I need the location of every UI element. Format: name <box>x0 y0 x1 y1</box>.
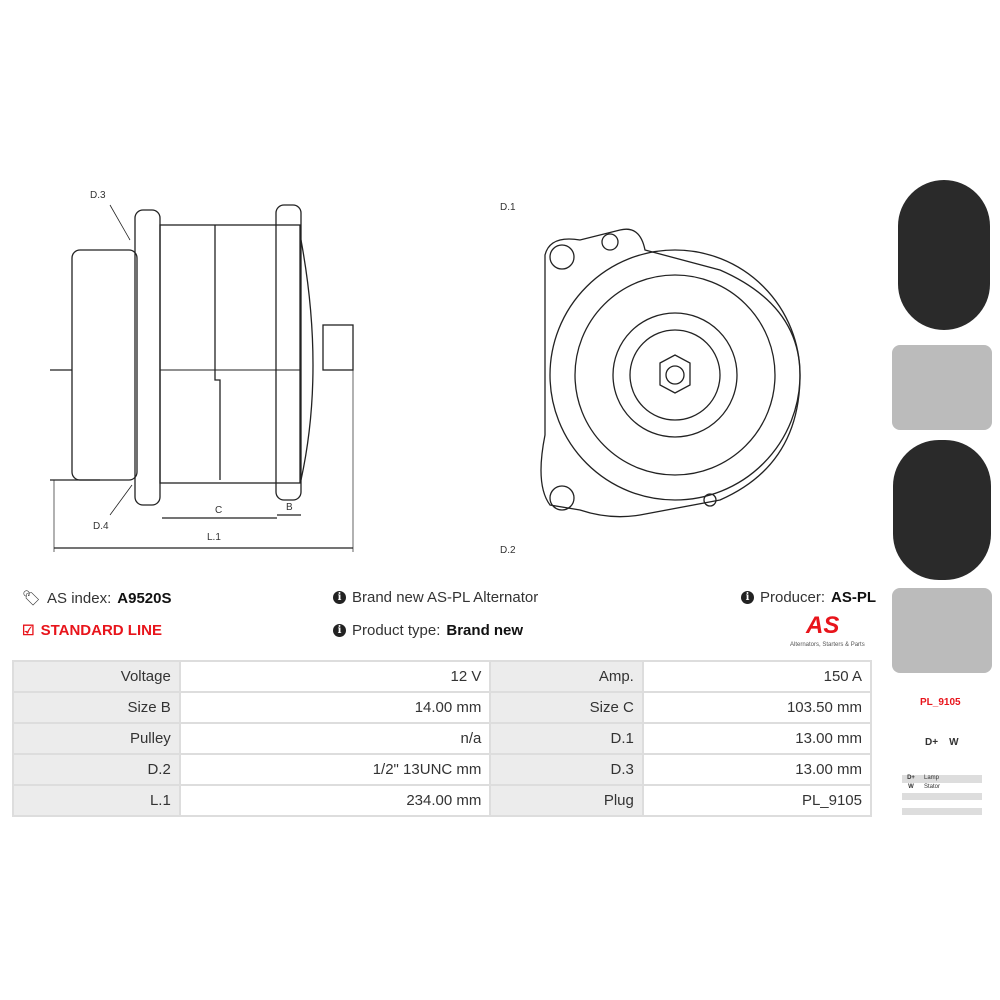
info-icon: i <box>333 624 346 637</box>
label-l1: L.1 <box>207 532 221 543</box>
product-photo-side <box>892 345 992 430</box>
as-index: 🏷AS index:A9520S <box>22 589 172 608</box>
spec-label: Size B <box>12 691 181 724</box>
spec-value: 234.00 mm <box>178 784 492 817</box>
spec-label: Amp. <box>489 660 644 693</box>
spec-value: 1/2" 13UNC mm <box>178 753 492 786</box>
plug-pins: D+ W <box>925 737 959 748</box>
label-b: B <box>286 502 293 513</box>
label-d4: D.4 <box>93 521 109 532</box>
as-logo: AS <box>806 612 840 639</box>
spec-label: Pulley <box>12 722 181 755</box>
spec-value: PL_9105 <box>641 784 873 817</box>
spec-value: n/a <box>178 722 492 755</box>
label-d1: D.1 <box>500 202 516 213</box>
spec-value: 13.00 mm <box>641 753 873 786</box>
spec-label: L.1 <box>12 784 181 817</box>
spec-value: 150 A <box>641 660 873 693</box>
spec-label: D.1 <box>489 722 644 755</box>
label-d2: D.2 <box>500 545 516 556</box>
standard-line-badge: ☑STANDARD LINE <box>22 622 162 639</box>
info-icon: i <box>333 591 346 604</box>
product-photo-rear <box>893 440 991 580</box>
spec-label: Voltage <box>12 660 181 693</box>
spec-value: 14.00 mm <box>178 691 492 724</box>
side-view-drawing <box>50 204 354 552</box>
spec-label: Size C <box>489 691 644 724</box>
checkbox-icon: ☑ <box>22 622 35 638</box>
label-c: C <box>215 505 223 516</box>
spec-label: D.2 <box>12 753 181 786</box>
label-d3: D.3 <box>90 190 106 201</box>
info-icon: i <box>741 591 754 604</box>
product-photo-angle <box>892 588 992 673</box>
tags-icon: 🏷 <box>22 590 42 607</box>
spec-value: 103.50 mm <box>641 691 873 724</box>
logo-tagline: Alternators, Starters & Parts <box>790 642 865 648</box>
spec-label: D.3 <box>489 753 644 786</box>
spec-label: Plug <box>489 784 644 817</box>
spec-value: 12 V <box>178 660 492 693</box>
front-view-drawing <box>540 228 801 518</box>
plug-name: PL_9105 <box>920 697 961 708</box>
product-photo-front <box>898 180 990 330</box>
spec-value: 13.00 mm <box>641 722 873 755</box>
